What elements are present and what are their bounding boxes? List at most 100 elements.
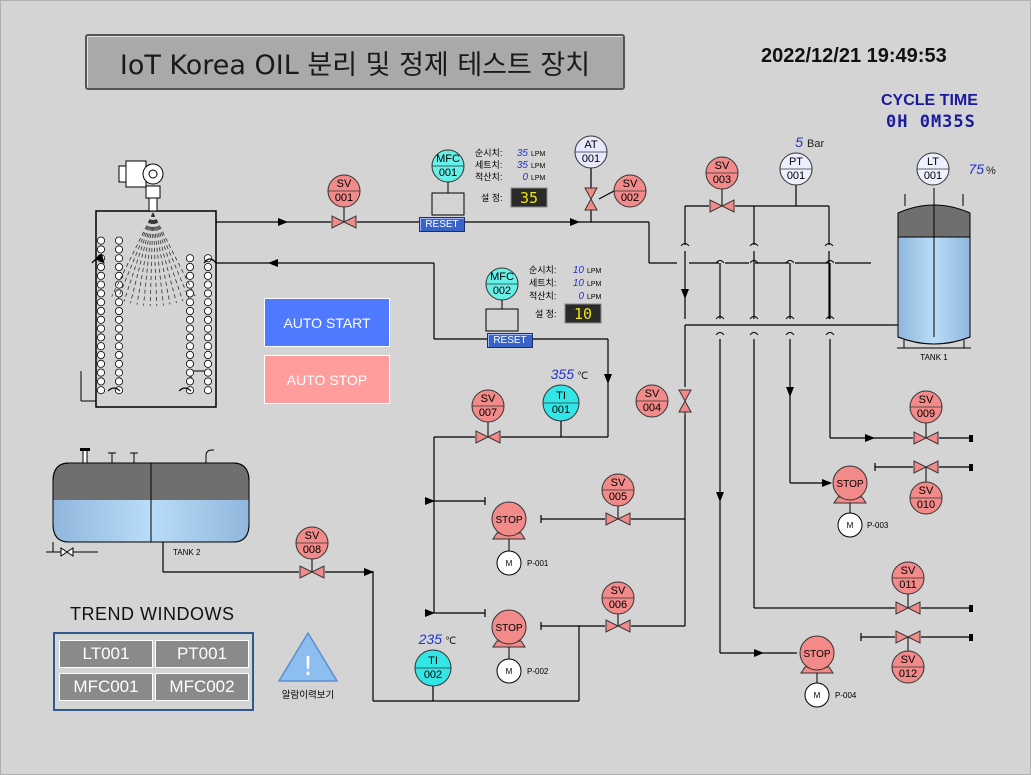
sv007-valve-tag-type: SV — [481, 393, 496, 405]
auto-start-button[interactable]: AUTO START — [264, 298, 390, 347]
lt001-tag[interactable]: LT 001 — [916, 152, 950, 186]
mfc001-tag[interactable]: MFC001 — [431, 149, 465, 183]
mfc001-instant-label: 순시치: — [475, 147, 502, 158]
tank-1-label: TANK 1 — [920, 353, 948, 362]
warning-icon[interactable] — [278, 632, 338, 682]
at001-tag-type: AT — [584, 139, 598, 151]
sv009-valve-icon[interactable] — [913, 431, 939, 445]
mfc001-setpoint-value[interactable]: 35 — [520, 189, 538, 207]
sv001-valve-icon[interactable] — [331, 215, 357, 229]
p002-state: STOP — [495, 623, 522, 634]
warning-icon-mark: ! — [303, 652, 313, 682]
pt001-unit: Bar — [807, 138, 824, 150]
ti002-unit: ℃ — [445, 636, 456, 647]
sv011-valve-tag-type: SV — [901, 565, 916, 577]
sv007-valve-icon[interactable] — [475, 430, 501, 444]
p003-pump[interactable]: STOP — [832, 465, 868, 504]
ti001-unit: ℃ — [577, 371, 588, 382]
sv002-valve-icon[interactable] — [584, 187, 598, 211]
mfc002-tag[interactable]: MFC002 — [485, 267, 519, 301]
ti001-tag-number: 001 — [552, 404, 570, 416]
sv005-valve-tag-number: 005 — [609, 491, 627, 503]
sv006-valve-tag[interactable]: SV 006 — [601, 581, 635, 615]
cycle-time-label: CYCLE TIME — [881, 92, 978, 109]
p001-state: STOP — [495, 515, 522, 526]
sv003-valve-tag-type: SV — [715, 160, 730, 172]
sv005-valve-icon[interactable] — [605, 512, 631, 526]
sv007-valve-tag[interactable]: SV 007 — [471, 389, 505, 423]
mfc002-unit-1: LPM — [587, 268, 602, 275]
mfc002-setpoint-value[interactable]: 10 — [574, 305, 592, 323]
mfc001-unit-1: LPM — [531, 151, 546, 158]
sv008-valve-tag[interactable]: SV 008 — [295, 526, 329, 560]
trend-button-pt001[interactable]: PT001 — [155, 640, 249, 668]
lt001-unit: % — [986, 165, 996, 177]
sv008-valve-tag-number: 008 — [303, 544, 321, 556]
lt001-tag-type: LT — [927, 156, 939, 168]
sv002-valve-tag-type: SV — [623, 178, 638, 190]
ti002-tag-type: TI — [428, 655, 438, 667]
sv001-valve-tag-number: 001 — [335, 192, 353, 204]
mfc002-set-value: 10 — [573, 278, 585, 289]
mfc001-set-label: 세트치: — [475, 159, 502, 170]
mfc002-reset-button[interactable]: RESET — [487, 333, 533, 348]
sv007-valve-tag-number: 007 — [479, 407, 497, 419]
sv006-valve-tag-number: 006 — [609, 599, 627, 611]
mfc001-reset-button[interactable]: RESET — [419, 217, 465, 232]
trend-button-mfc001[interactable]: MFC001 — [59, 673, 153, 701]
sv004-valve-icon[interactable] — [678, 389, 692, 413]
sv011-valve-icon[interactable] — [895, 601, 921, 615]
trend-windows-panel: LT001 PT001 MFC001 MFC002 — [53, 632, 254, 711]
mfc001-instant-value: 35 — [517, 148, 529, 159]
p004-pump[interactable]: STOP — [799, 635, 835, 674]
mfc002-unit-3: LPM — [587, 294, 602, 301]
sv010-valve-tag-type: SV — [919, 485, 934, 497]
trend-button-lt001[interactable]: LT001 — [59, 640, 153, 668]
sv002-valve-tag-number: 002 — [621, 192, 639, 204]
sv004-valve-tag-number: 004 — [643, 402, 661, 414]
auto-stop-button[interactable]: AUTO STOP — [264, 355, 390, 404]
sv006-valve-tag-type: SV — [611, 585, 626, 597]
mfc002-setpoint-display[interactable] — [564, 303, 602, 324]
mfc002-tag-type: MFC — [490, 271, 514, 283]
mfc001-unit-3: LPM — [531, 175, 546, 182]
sv006-valve-icon[interactable] — [605, 619, 631, 633]
pt001-tag[interactable]: PT001 — [779, 152, 813, 186]
mfc001-total-label: 적산치: — [475, 171, 502, 182]
page-title: IoT Korea OIL 분리 및 정제 테스트 장치 — [85, 34, 625, 90]
sv009-valve-tag-type: SV — [919, 394, 934, 406]
p001-motor-icon: M — [496, 550, 522, 576]
mfc001-tag-number: 001 — [439, 167, 457, 179]
tank-1: TANK 1 — [897, 188, 971, 362]
sv004-valve-tag[interactable]: SV 004 — [635, 384, 669, 418]
pt001-tag-type: PT — [789, 156, 803, 168]
alarm-history-label: 알람이력보기 — [282, 689, 334, 701]
sv008-valve-icon[interactable] — [299, 565, 325, 579]
mfc002-instant-value: 10 — [573, 265, 585, 276]
mfc001-setpoint-display[interactable] — [510, 187, 548, 208]
sv008-valve-tag-type: SV — [305, 530, 320, 542]
lt001-tag-number: 001 — [924, 170, 942, 182]
sv002-valve-tag[interactable]: SV 002 — [613, 174, 647, 208]
p004-state: STOP — [803, 649, 830, 660]
sv003-valve-icon[interactable] — [709, 199, 735, 213]
trend-button-mfc002[interactable]: MFC002 — [155, 673, 249, 701]
alarm-history-button[interactable]: ! 알람이력보기 — [278, 632, 338, 701]
sv010-valve-icon[interactable] — [913, 460, 939, 474]
tank-2-label: TANK 2 — [173, 548, 201, 557]
p001-pump[interactable]: STOP — [491, 501, 527, 540]
sv012-valve-icon[interactable] — [895, 630, 921, 644]
sv004-valve-tag-type: SV — [645, 388, 660, 400]
p002-pump[interactable]: STOP — [491, 609, 527, 648]
